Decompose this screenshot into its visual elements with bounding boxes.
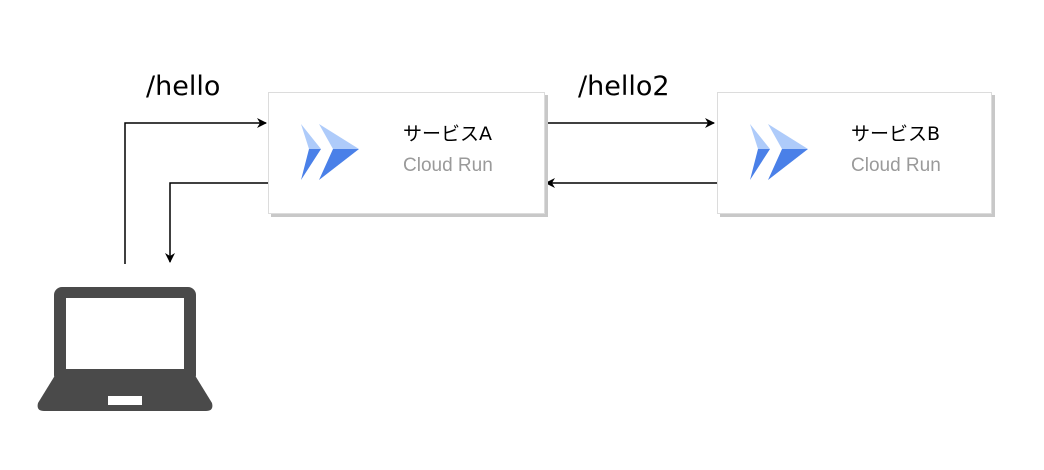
hello-route-label: /hello	[146, 71, 221, 102]
service-a-product: Cloud Run	[403, 155, 493, 176]
hello2-route-label: /hello2	[578, 71, 670, 102]
service-a-node[interactable]: サービスA Cloud Run	[268, 92, 545, 214]
service-a-name: サービスA	[403, 123, 492, 145]
cloud-run-icon	[301, 124, 359, 180]
service-a-to-client-arrow	[165, 182, 268, 263]
service-b-node[interactable]: サービスB Cloud Run	[717, 92, 992, 214]
client-to-service-a-arrow	[124, 118, 267, 264]
service-b-product: Cloud Run	[851, 155, 941, 176]
service-b-name: サービスB	[851, 123, 941, 145]
laptop-icon[interactable]	[36, 287, 214, 415]
cloud-run-icon	[750, 124, 808, 180]
